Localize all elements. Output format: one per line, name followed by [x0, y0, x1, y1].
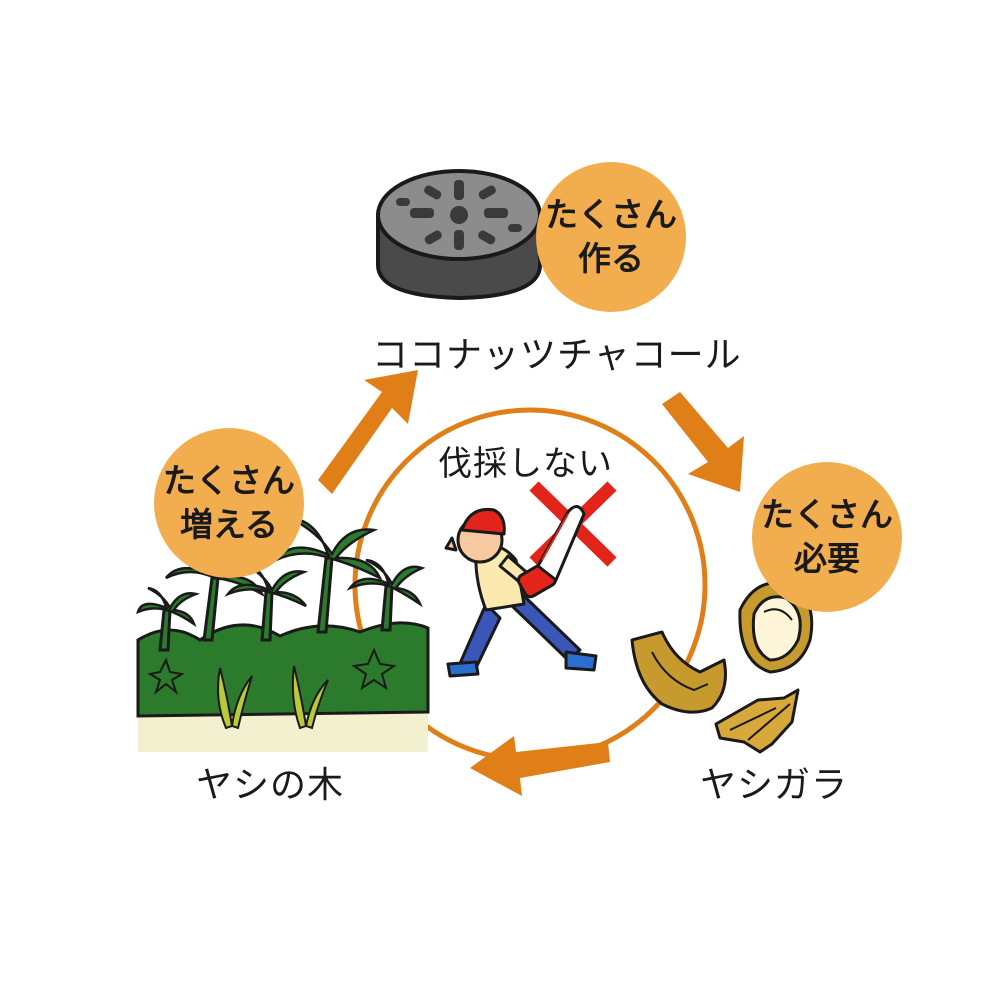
arrow-palms-to-charcoal [318, 370, 418, 494]
coconut-shell-icon [630, 581, 814, 754]
charcoal-briquette-icon [376, 169, 542, 301]
center-caption: 伐採しない [438, 444, 613, 484]
palms-badge: たくさん 増える [154, 428, 304, 578]
charcoal-badge-line2: 作る [578, 239, 644, 278]
palms-badge-line1: たくさん [163, 461, 295, 500]
palms-label: ヤシの木 [196, 765, 345, 806]
arrow-charcoal-to-shells [662, 392, 744, 492]
shells-badge: たくさん 必要 [752, 462, 902, 612]
shells-badge-line2: 必要 [794, 539, 860, 578]
cycle-arrows [318, 370, 744, 796]
palm-forest-icon [136, 516, 430, 752]
charcoal-badge: たくさん 作る [536, 162, 686, 312]
lumberjack-chainsaw-icon [444, 505, 598, 678]
arrow-shells-to-palms [470, 736, 610, 796]
charcoal-label: ココナッツチャコール [372, 335, 742, 376]
shells-badge-line1: たくさん [761, 495, 893, 534]
charcoal-badge-line1: たくさん [545, 195, 677, 234]
shells-label: ヤシガラ [700, 765, 849, 806]
palms-badge-line2: 増える [179, 505, 278, 544]
